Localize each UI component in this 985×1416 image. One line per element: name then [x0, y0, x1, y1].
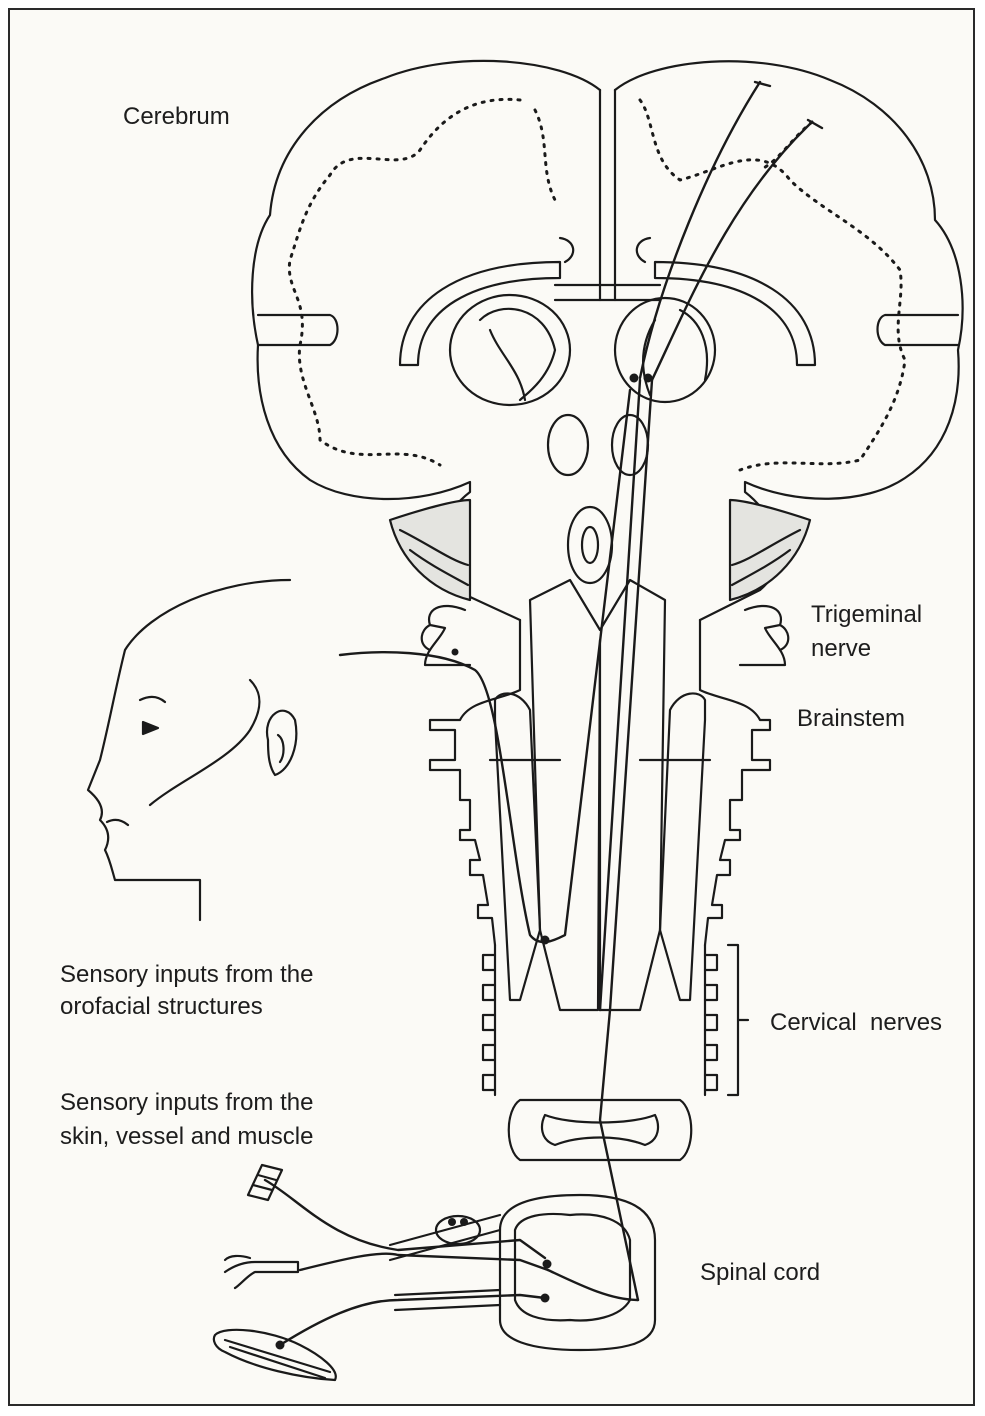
label-orofacial-inputs-line1: Sensory inputs from the — [60, 958, 313, 992]
neural-pathways — [265, 82, 822, 1345]
label-spinal-cord: Spinal cord — [700, 1256, 820, 1290]
label-orofacial-inputs-line2: orofacial structures — [60, 990, 263, 1024]
cervical-cord-drawing — [483, 945, 748, 1160]
cerebellum-drawing — [390, 500, 810, 600]
label-somatic-inputs-line1: Sensory inputs from the — [60, 1086, 313, 1120]
label-trigeminal-nerve-line1: Trigeminal — [811, 598, 922, 632]
cerebrum-drawing — [252, 61, 962, 620]
label-somatic-inputs-line2: skin, vessel and muscle — [60, 1120, 313, 1154]
label-cerebrum: Cerebrum — [123, 100, 230, 134]
spinal-cord-drawing — [390, 1195, 655, 1350]
label-cervical-nerves: Cervical nerves — [770, 1006, 942, 1040]
face-profile-drawing — [88, 580, 296, 920]
peripheral-structures-drawing — [214, 1165, 336, 1380]
label-trigeminal-nerve-line2: nerve — [811, 632, 871, 666]
label-brainstem: Brainstem — [797, 702, 905, 736]
